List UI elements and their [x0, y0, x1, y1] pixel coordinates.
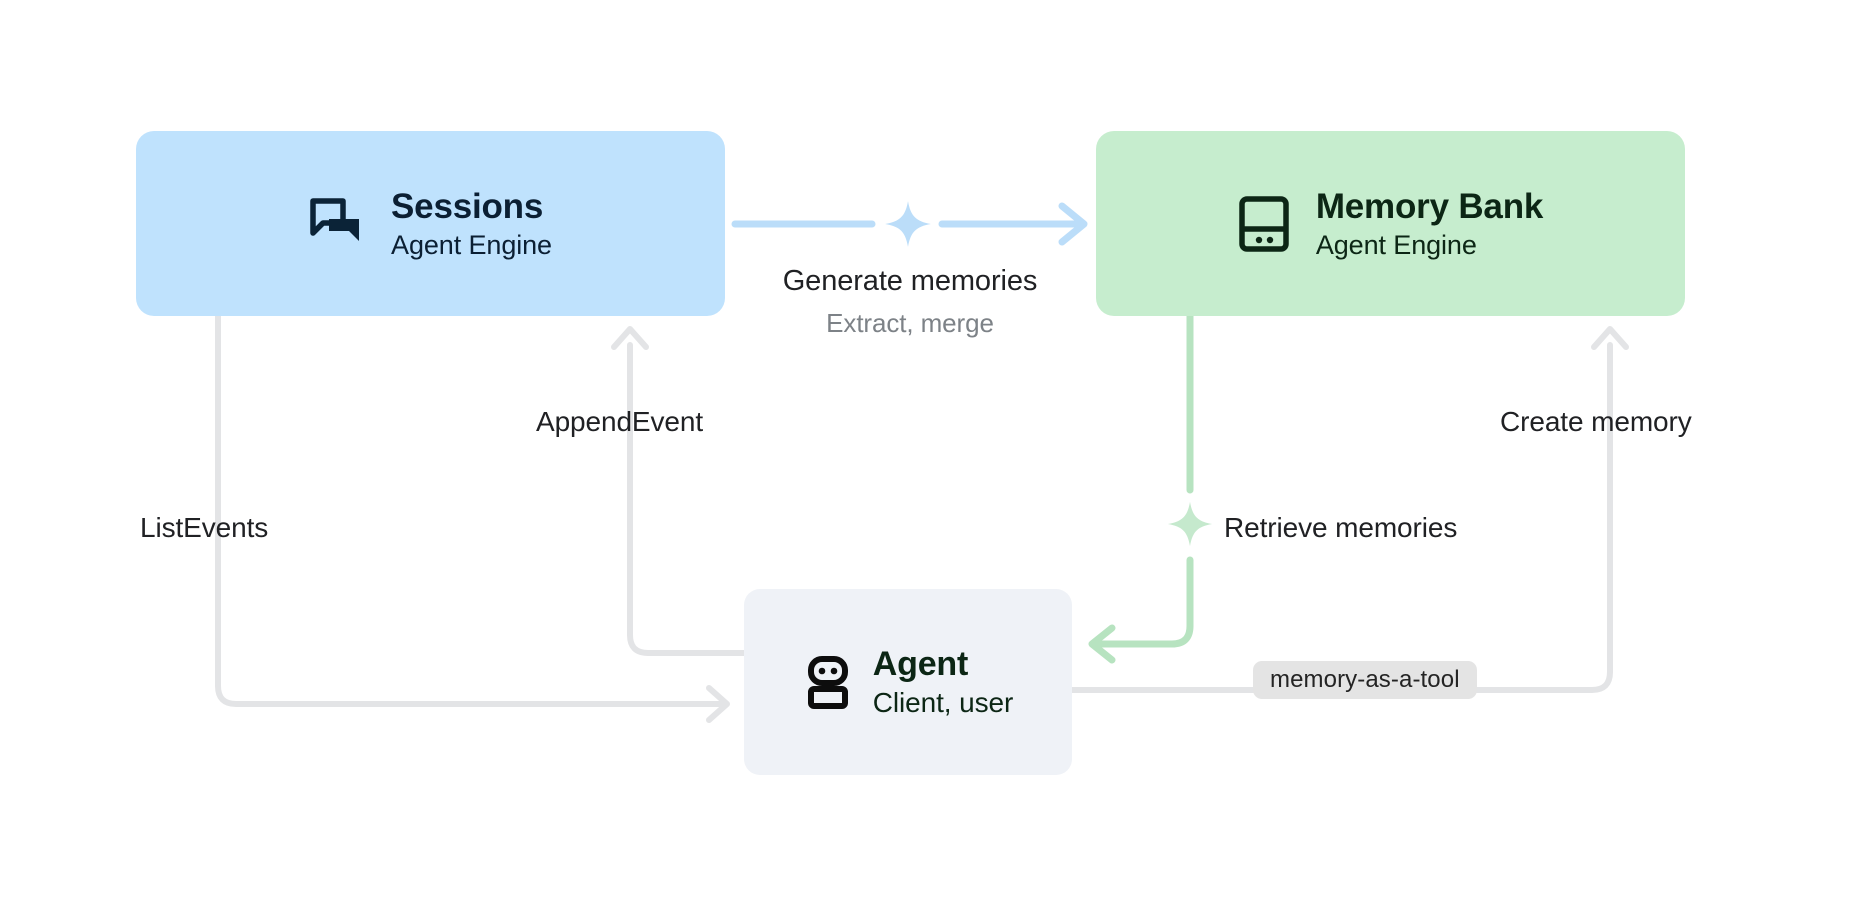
- edge-label-create-memory: Create memory: [1500, 406, 1692, 437]
- edge-label-generate-memories-sub: Extract, merge: [826, 308, 994, 338]
- edge-label-list-events: ListEvents: [140, 512, 269, 543]
- node-memory-bank-subtitle: Agent Engine: [1315, 229, 1477, 260]
- edge-label-generate-memories: Generate memories Extract, merge: [770, 265, 1050, 339]
- node-sessions[interactable]: Sessions Agent Engine: [136, 131, 725, 316]
- chat-bubbles-icon: [310, 197, 360, 241]
- edge-list-events: [215, 313, 730, 723]
- edge-retrieve-memories: [1088, 312, 1213, 664]
- node-memory-bank-title: Memory Bank: [1315, 186, 1544, 226]
- node-agent-title: Agent: [872, 645, 969, 683]
- chip-memory-as-a-tool[interactable]: memory-as-a-tool: [1253, 661, 1477, 699]
- edge-append-event: [611, 326, 747, 656]
- node-memory-bank[interactable]: Memory Bank Agent Engine: [1096, 131, 1685, 316]
- sparkle-icon: [1167, 501, 1213, 547]
- node-sessions-title: Sessions: [391, 186, 544, 226]
- node-sessions-subtitle: Agent Engine: [391, 229, 552, 260]
- robot-icon: [807, 656, 848, 709]
- edge-label-generate-memories-main: Generate memories: [782, 265, 1038, 297]
- node-agent-subtitle: Client, user: [872, 687, 1014, 718]
- edge-create-memory: [1069, 326, 1629, 693]
- edge-label-retrieve-memories: Retrieve memories: [1224, 512, 1458, 543]
- edge-generate-memories: [731, 201, 1088, 247]
- memory-bank-icon: [1239, 195, 1289, 252]
- sparkle-icon: [885, 201, 931, 247]
- node-agent[interactable]: Agent Client, user: [744, 589, 1072, 775]
- edge-label-append-event: AppendEvent: [536, 406, 704, 437]
